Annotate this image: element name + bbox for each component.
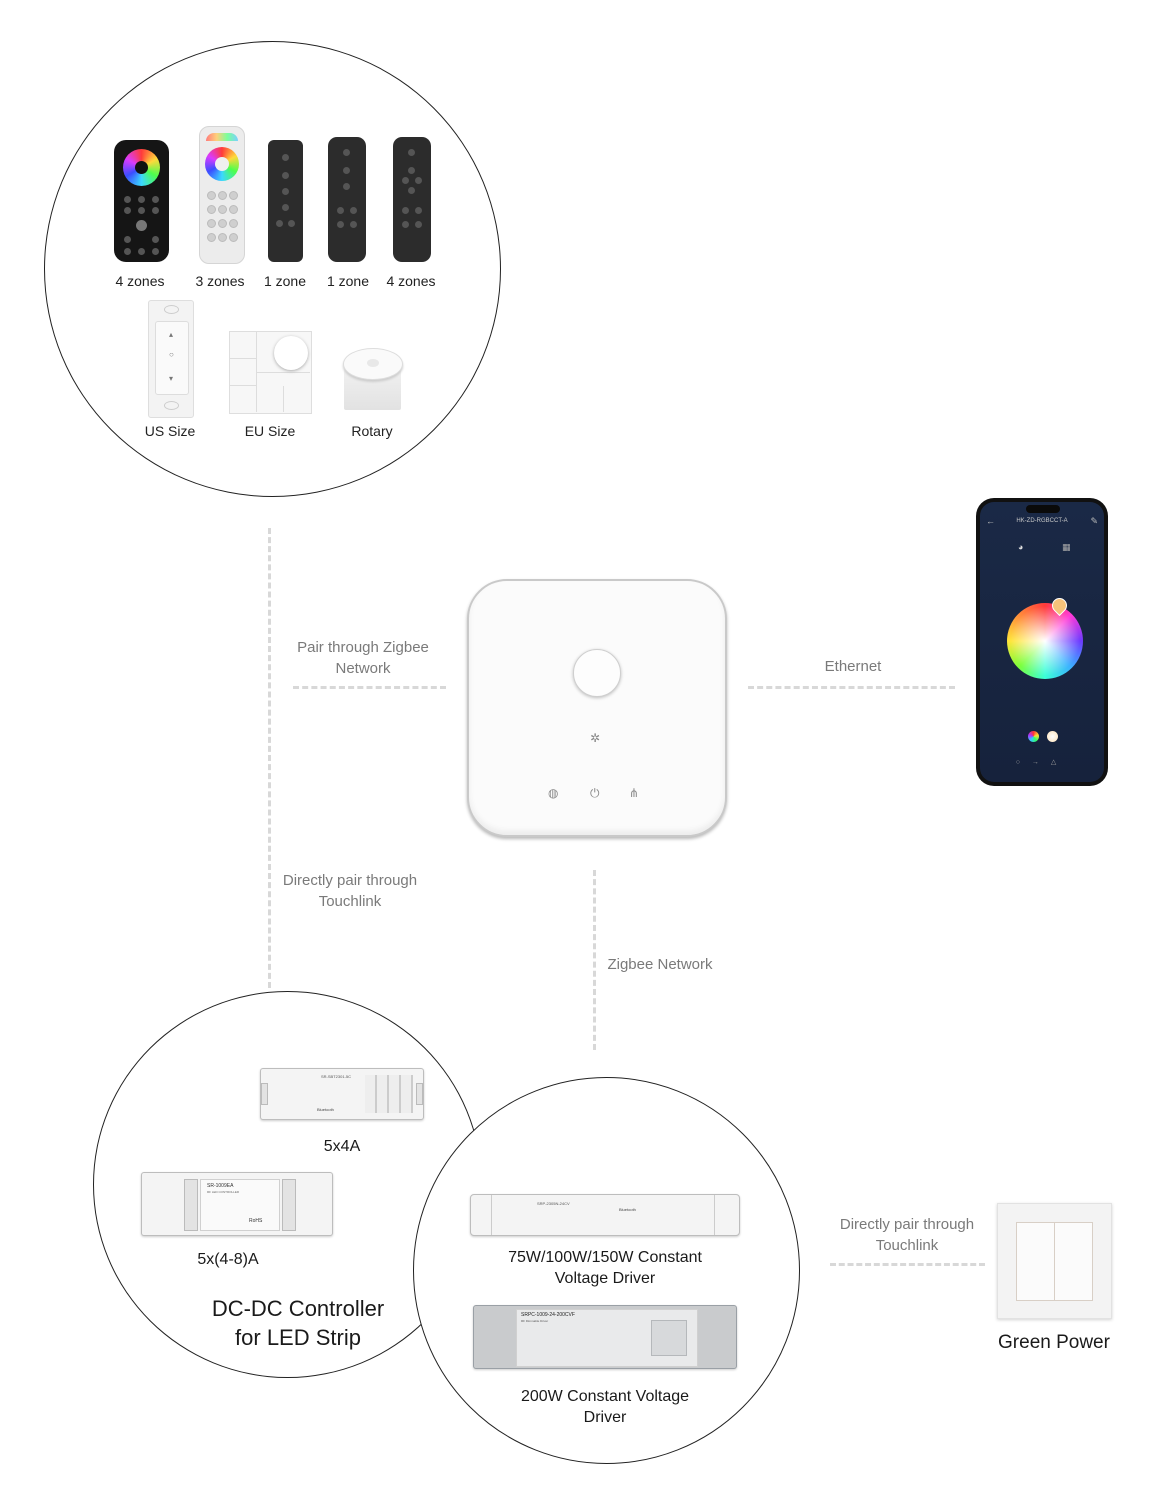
gear-icon: ✲	[590, 731, 601, 745]
box-subtitle-text: RF LED CONTROLLER	[207, 1190, 240, 1194]
connector-line-green-power	[830, 1263, 985, 1266]
box-model-text: SRPC-1009-24-200CVF	[521, 1312, 575, 1318]
rohs-logo: RoHS	[249, 1218, 263, 1224]
zigbee-network-label: Zigbee Network	[607, 956, 713, 973]
controller-5x4a: SR-SBT2301-5C Bluetooth	[260, 1068, 424, 1120]
edit-icon: ✎	[1090, 516, 1098, 526]
grid-icon: ▦	[1062, 542, 1071, 552]
remote-4-zones-cct	[393, 137, 431, 262]
device-name: HK-ZD-RGBCCT-A	[1016, 518, 1068, 524]
remote-label: 1 zone	[326, 273, 370, 289]
switch-label: EU Size	[244, 423, 296, 439]
driver-75-150w: SRP-2305N-24CV Bluetooth	[470, 1194, 740, 1236]
back-arrow-icon: ←	[986, 516, 995, 526]
us-size-switch: ▴ ○ ▾	[148, 300, 194, 418]
touchlink-left-label: Directly pair through Touchlink	[282, 872, 418, 910]
remote-1-zone	[268, 140, 303, 262]
power-icon	[136, 220, 147, 231]
drivers-group-circle	[413, 1077, 800, 1464]
bluetooth-logo: Bluetooth	[317, 1107, 334, 1112]
green-power-label: Green Power	[998, 1332, 1110, 1353]
bottom-nav-icons: ○→△	[1015, 759, 1069, 766]
green-power-switch	[997, 1203, 1112, 1319]
controllers-title: DC-DC Controller for LED Strip	[211, 1296, 385, 1350]
phone-screen: ← HK-ZD-RGBCCT-A ✎ ◕ ▦ ○→△	[980, 502, 1104, 782]
connector-line-zigbee	[293, 686, 446, 689]
color-wheel-icon	[123, 149, 160, 186]
remote-label: 1 zone	[263, 273, 307, 289]
switch-label: US Size	[144, 423, 196, 439]
remote-label: 4 zones	[115, 273, 165, 289]
remote-3-zones-rgb	[199, 126, 245, 264]
remote-label: 3 zones	[195, 273, 245, 289]
remotes-group-circle	[44, 41, 501, 497]
box-model-text: SR-SBT2301-5C	[321, 1074, 352, 1079]
zigbee-gateway-hub: ✲ ◍ ⏻ ⋔	[467, 579, 727, 837]
connector-line-left	[268, 528, 271, 988]
controller-label: 5x(4-8)A	[197, 1251, 259, 1268]
ethernet-label: Ethernet	[824, 658, 882, 675]
box-subtitle-text: RF Dimmable Driver	[521, 1319, 549, 1323]
controller-label: 5x4A	[323, 1138, 361, 1155]
connector-line-ethernet	[748, 686, 955, 689]
white-mode-icon	[1047, 731, 1058, 742]
box-model-text: SR-1009EA	[207, 1183, 234, 1189]
pair-zigbee-label: Pair through Zigbee Network	[297, 639, 429, 677]
bluetooth-logo: Bluetooth	[619, 1207, 636, 1212]
power-icon: ⏻	[590, 786, 600, 800]
connector-line-down	[593, 870, 596, 1050]
box-model-text: SRP-2305N-24CV	[537, 1201, 570, 1206]
rgb-mode-icon	[1028, 731, 1039, 742]
controller-5x4-8a: SR-1009EA RF LED CONTROLLER RoHS	[141, 1172, 333, 1236]
network-icon: ⋔	[629, 786, 640, 800]
switch-label: Rotary	[351, 423, 393, 439]
remote-label: 4 zones	[386, 273, 436, 289]
driver-200w: SRPC-1009-24-200CVF RF Dimmable Driver	[473, 1305, 737, 1369]
globe-icon: ◍	[548, 786, 559, 800]
eu-size-switch	[229, 331, 312, 414]
hub-button	[573, 649, 621, 697]
remote-4-zones-rgb	[114, 140, 169, 262]
remote-1-zone-cct	[328, 137, 366, 262]
driver-label: 75W/100W/150W Constant Voltage Driver	[508, 1249, 702, 1287]
rotary-dimmer	[340, 348, 405, 410]
color-wheel-icon	[205, 147, 239, 181]
color-picker-wheel	[1007, 603, 1083, 679]
rotary-knob-icon	[274, 336, 308, 370]
driver-label: 200W Constant Voltage Driver	[520, 1388, 690, 1426]
smartphone-app: ← HK-ZD-RGBCCT-A ✎ ◕ ▦ ○→△	[976, 498, 1108, 786]
palette-icon: ◕	[1018, 542, 1024, 552]
touchlink-right-label: Directly pair through Touchlink	[839, 1216, 975, 1254]
